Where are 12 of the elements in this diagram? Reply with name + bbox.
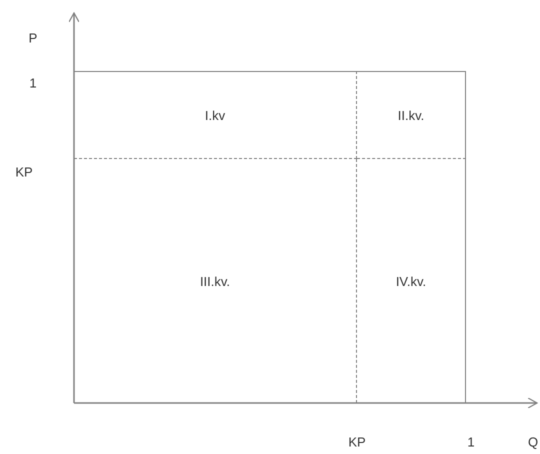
quadrant-label: IV.kv. (396, 274, 426, 288)
tick-label: 1 (29, 76, 37, 90)
quadrant-label: III.kv. (200, 274, 230, 288)
axis-label: P (28, 30, 38, 46)
quadrant-label: I.kv (204, 108, 226, 122)
tick-label: 1 (467, 434, 475, 450)
tick-label: KP (15, 164, 33, 180)
tick-label: KP (348, 434, 366, 450)
quadrant-box (74, 71, 357, 159)
quadrant-label: II.kv. (398, 108, 424, 122)
axis-label: Q (528, 434, 538, 450)
quadrant-box (357, 71, 466, 159)
